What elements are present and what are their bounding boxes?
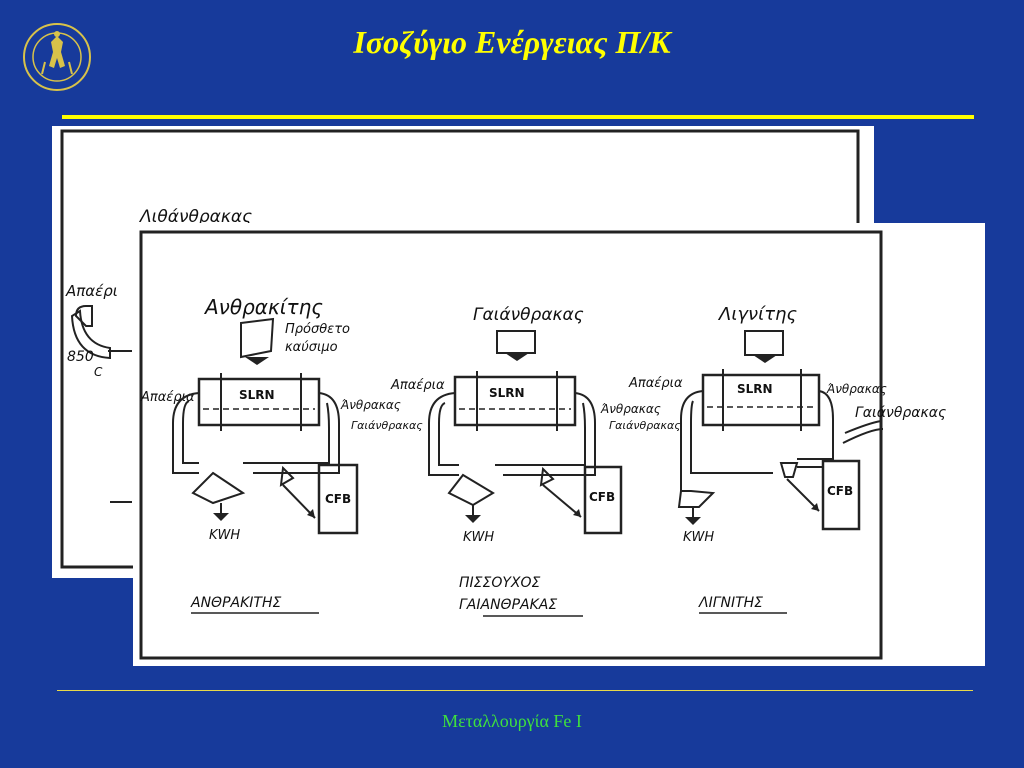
back-heading: Λιθάνθρακας	[138, 207, 252, 227]
right-input-2: Γαιάνθρακας	[351, 419, 423, 432]
extra-fuel-label: Πρόσθετο	[285, 322, 350, 337]
title-underline	[62, 115, 974, 119]
boiler-anthracite	[317, 463, 359, 535]
right-input-2: Γαιάνθρακας	[609, 419, 681, 432]
caption-anthracite: ΑΝΘΡΑΚΙΤΗΣ	[190, 595, 281, 611]
kiln-anthracite	[197, 377, 321, 427]
caption-lignite: ΛΙΓΝΙΤΗΣ	[698, 595, 763, 611]
left-input-label: Απαέρια	[140, 390, 195, 405]
output-label: KWH	[209, 528, 240, 543]
page-title: Ισοζύγιο Ενέργειας Π/Κ	[353, 24, 671, 60]
kiln-label: SLRN	[737, 382, 773, 396]
boiler-label: CFB	[325, 492, 351, 506]
back-temp-label: 850	[67, 349, 94, 365]
output-label: KWH	[463, 530, 494, 545]
kiln-bituminous	[453, 375, 577, 427]
boiler-label: CFB	[827, 484, 853, 498]
right-input-1: Άνθρακας	[340, 398, 401, 412]
footer-course-title: Μεταλλουργία Fe I	[442, 711, 582, 731]
footer-divider	[57, 690, 973, 691]
right-input-1: Άνθρακας	[600, 402, 661, 416]
front-diagram-sheet: Ανθρακίτης Πρόσθετο καύσιμο SLRN Απαέρια…	[133, 223, 985, 666]
caption-bituminous-2: ΓΑΙΑΝΘΡΑΚΑΣ	[459, 597, 557, 613]
boiler-lignite	[821, 459, 861, 531]
kiln-lignite	[701, 373, 821, 427]
caption-bituminous-1: ΠΙΣΣΟΥΧΟΣ	[459, 575, 541, 591]
boiler-label: CFB	[589, 490, 615, 504]
extra-fuel-label-2: καύσιμο	[285, 340, 338, 355]
column-anthracite: Ανθρακίτης Πρόσθετο καύσιμο SLRN Απαέρια…	[140, 295, 423, 614]
fuel-label-bituminous: Γαιάνθρακας	[473, 305, 584, 325]
left-input-label: Απαέρια	[390, 378, 445, 393]
fuel-label-lignite: Λιγνίτης	[717, 304, 797, 325]
output-label: KWH	[683, 530, 714, 545]
right-input-2: Γαιάνθρακας	[855, 405, 946, 421]
back-temp-unit: C	[94, 365, 103, 379]
fuel-label-anthracite: Ανθρακίτης	[203, 295, 323, 319]
boiler-bituminous	[583, 465, 623, 535]
column-bituminous: Γαιάνθρακας SLRN Απαέρια KWH CFB Άνθρακα…	[390, 305, 681, 617]
ntua-seal-logo	[23, 23, 91, 91]
back-side-label: Απαέρι	[65, 282, 118, 300]
kiln-label: SLRN	[489, 386, 525, 400]
column-lignite: Λιγνίτης SLRN Απαέρια KWH CFB Άνθρακα	[628, 304, 946, 614]
left-input-label: Απαέρια	[628, 376, 683, 391]
right-input-1: Άνθρακας	[826, 382, 887, 396]
kiln-label: SLRN	[239, 388, 275, 402]
